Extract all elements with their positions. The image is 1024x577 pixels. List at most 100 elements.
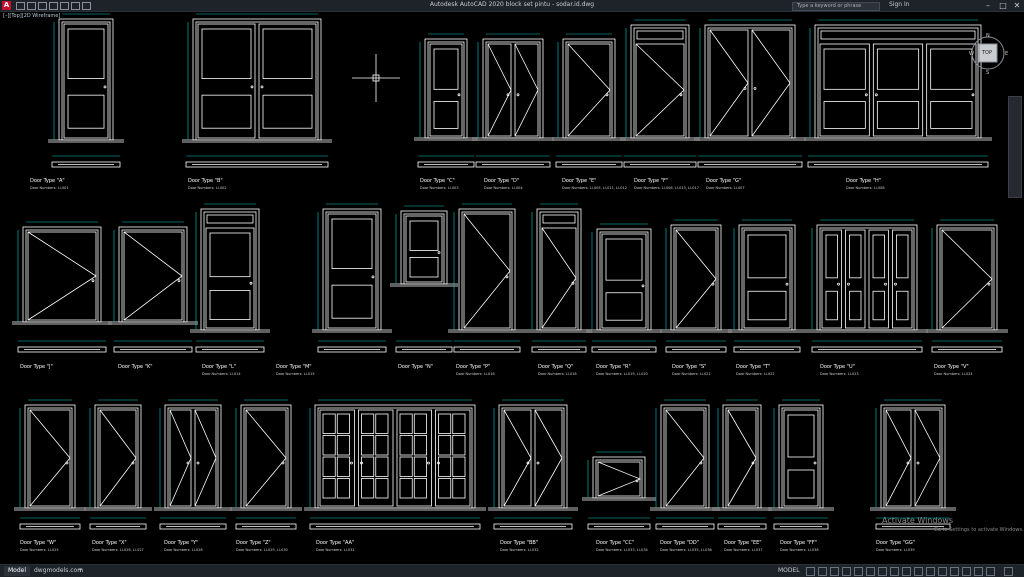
door-type-caption: Door Type "R" xyxy=(596,364,631,370)
door-plan xyxy=(697,155,803,168)
door-elevation xyxy=(472,33,554,141)
door-type-caption: Door Type "C" xyxy=(420,178,455,184)
door-plan xyxy=(317,340,387,353)
door-elevation xyxy=(312,203,392,333)
isolate-objects-icon[interactable] xyxy=(962,567,971,576)
annotation-scale-icon[interactable] xyxy=(914,567,923,576)
open-file-icon[interactable] xyxy=(27,2,36,10)
selection-cycling-icon[interactable] xyxy=(902,567,911,576)
door-plan xyxy=(587,517,651,530)
maximize-button[interactable]: □ xyxy=(999,1,1007,10)
door-numbers-label: Door Numbers: LI-038 xyxy=(780,548,819,552)
save-as-icon[interactable] xyxy=(49,2,58,10)
new-file-icon[interactable] xyxy=(16,2,25,10)
door-type-caption: Door Type "F" xyxy=(634,178,669,184)
viewcube-top-face[interactable]: TOP xyxy=(982,50,993,56)
door-plan xyxy=(453,340,521,353)
door-plan xyxy=(655,517,715,530)
snap-icon[interactable] xyxy=(818,567,827,576)
tab-layout[interactable]: dwgmodels.com xyxy=(34,567,84,574)
door-elevation xyxy=(660,219,732,333)
door-plan xyxy=(51,155,121,168)
door-plan xyxy=(811,340,923,353)
workspace-icon[interactable] xyxy=(926,567,935,576)
grid-icon[interactable] xyxy=(806,567,815,576)
undo-icon[interactable] xyxy=(60,2,69,10)
door-numbers-label: Door Numbers: LI-016 xyxy=(456,372,495,376)
door-numbers-label: Door Numbers: LI-015 xyxy=(276,372,315,376)
viewport-controls-label[interactable]: [–][Top][2D Wireframe] xyxy=(3,13,61,19)
transparency-icon[interactable] xyxy=(890,567,899,576)
door-elevation xyxy=(190,203,270,333)
door-plan xyxy=(17,340,107,353)
door-type-caption: Door Type "U" xyxy=(820,364,855,370)
door-type-caption: Door Type "K" xyxy=(118,364,153,370)
door-elevation xyxy=(552,33,626,141)
compass-north: N xyxy=(986,33,990,39)
door-plan xyxy=(195,340,265,353)
hardware-acceleration-icon[interactable] xyxy=(974,567,983,576)
navigation-bar[interactable] xyxy=(1008,96,1022,198)
model-space-toggle[interactable]: MODEL xyxy=(778,567,800,574)
search-input[interactable]: Type a keyword or phrase xyxy=(792,2,880,11)
polar-icon[interactable] xyxy=(842,567,851,576)
door-type-caption: Door Type "FF" xyxy=(780,540,818,546)
door-numbers-label: Door Numbers: LI-003 xyxy=(420,186,459,190)
osnap-icon[interactable] xyxy=(854,567,863,576)
door-elevation xyxy=(12,221,112,325)
door-elevation xyxy=(488,399,578,511)
autocad-logo-icon[interactable]: A xyxy=(2,1,11,10)
door-plan xyxy=(89,517,147,530)
door-type-caption: Door Type "B" xyxy=(188,178,223,184)
plot-icon[interactable] xyxy=(82,2,91,10)
door-plan xyxy=(623,155,697,168)
otrack-icon[interactable] xyxy=(866,567,875,576)
door-elevation xyxy=(48,13,124,143)
redo-icon[interactable] xyxy=(71,2,80,10)
door-plan xyxy=(185,155,329,168)
door-plan xyxy=(235,517,297,530)
save-icon[interactable] xyxy=(38,2,47,10)
door-plan xyxy=(493,517,573,530)
tab-model[interactable]: Model xyxy=(4,566,31,576)
sign-in-button[interactable]: Sign In xyxy=(889,1,910,8)
door-plan xyxy=(931,340,1003,353)
close-button[interactable]: ✕ xyxy=(1013,1,1021,10)
viewcube[interactable] xyxy=(971,36,1005,70)
door-type-caption: Door Type "L" xyxy=(202,364,237,370)
door-numbers-label: Door Numbers: LI-005, LI-011, LI-012 xyxy=(562,186,627,190)
door-numbers-label: Door Numbers: LI-023 xyxy=(820,372,859,376)
activate-windows-watermark: Activate Windows xyxy=(882,516,954,525)
door-elevation xyxy=(108,221,198,325)
door-numbers-label: Door Numbers: LI-004 xyxy=(484,186,523,190)
add-layout-button[interactable]: + xyxy=(78,567,84,574)
title-bar: A Autodesk AutoCAD 2020 block set pintu … xyxy=(0,0,1024,12)
door-numbers-label: Door Numbers: LI-039 xyxy=(876,548,915,552)
door-elevation xyxy=(768,399,834,511)
door-type-caption: Door Type "N" xyxy=(398,364,434,370)
door-numbers-label: Door Numbers: LI-032 xyxy=(500,548,539,552)
annotation-monitor-icon[interactable] xyxy=(938,567,947,576)
minimize-button[interactable]: – xyxy=(986,1,990,10)
door-elevation xyxy=(304,399,486,511)
lineweight-icon[interactable] xyxy=(878,567,887,576)
door-numbers-label: Door Numbers: LI-006, LI-013, LI-017 xyxy=(634,186,699,190)
clean-screen-icon[interactable] xyxy=(986,567,995,576)
door-type-caption: Door Type "GG" xyxy=(876,540,916,546)
ortho-icon[interactable] xyxy=(830,567,839,576)
door-type-caption: Door Type "G" xyxy=(706,178,742,184)
compass-south: S xyxy=(986,70,990,76)
door-plan xyxy=(875,517,951,530)
door-plan xyxy=(309,517,481,530)
units-icon[interactable] xyxy=(950,567,959,576)
door-type-caption: Door Type "EE" xyxy=(724,540,762,546)
door-plan xyxy=(717,517,767,530)
door-elevation xyxy=(728,219,806,333)
door-elevation xyxy=(414,33,478,141)
door-plan xyxy=(591,340,657,353)
activate-windows-subtitle: Go to Settings to activate Windows. xyxy=(934,527,1024,533)
door-elevation xyxy=(620,19,700,141)
customization-menu-icon[interactable] xyxy=(1004,567,1013,576)
door-type-caption: Door Type "A" xyxy=(30,178,65,184)
